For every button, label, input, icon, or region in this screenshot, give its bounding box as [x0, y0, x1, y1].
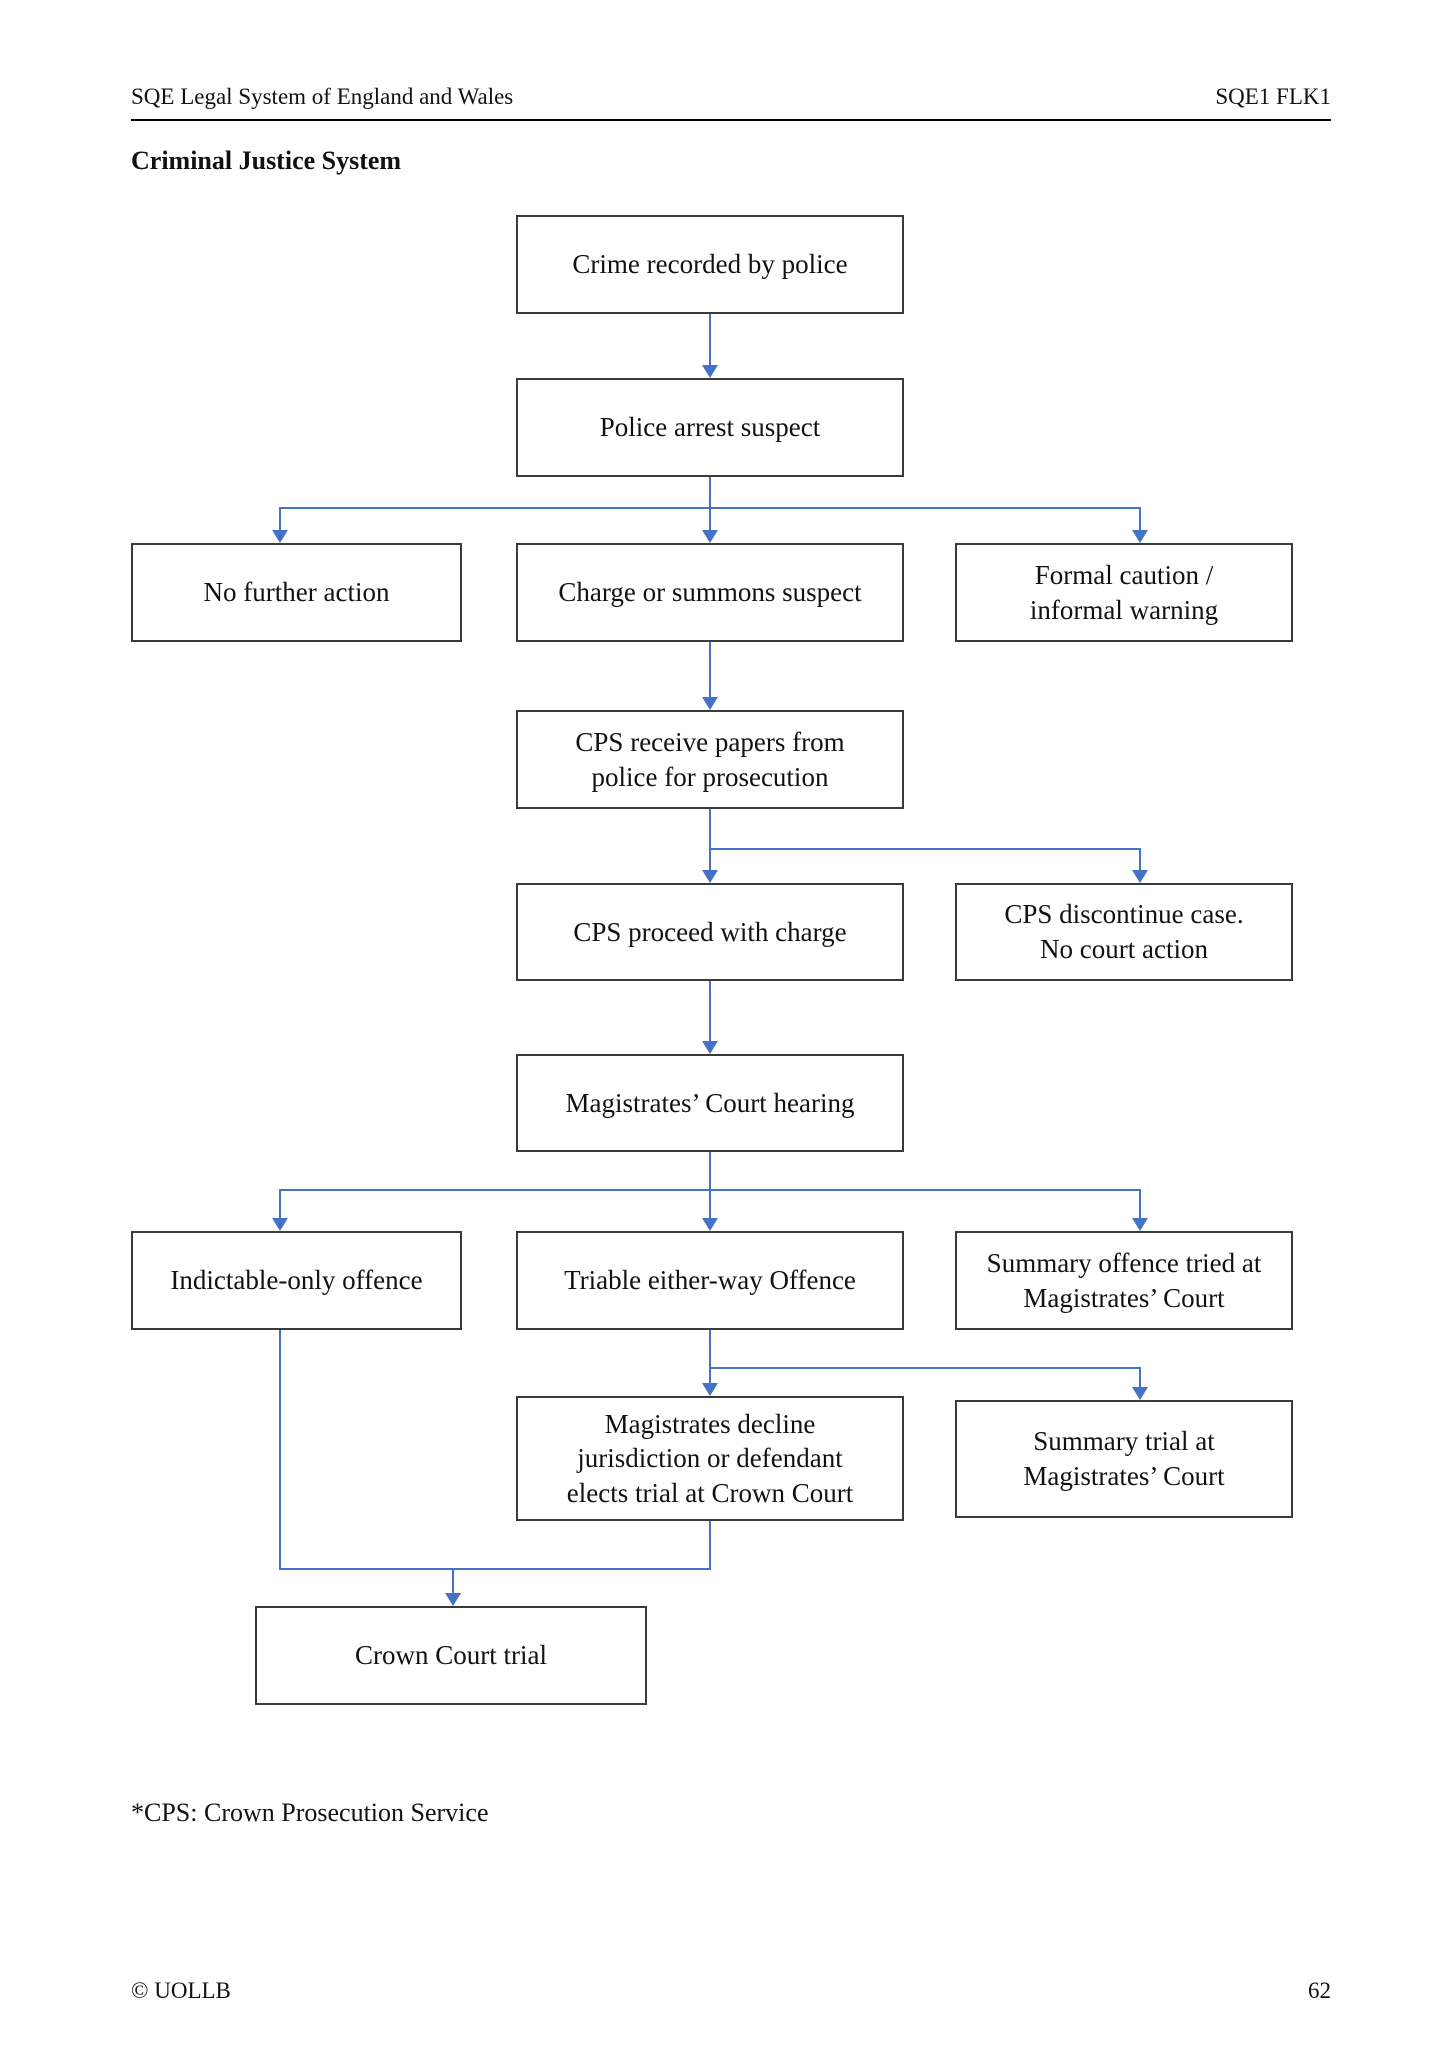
- connector-hearing-down: [709, 1152, 711, 1189]
- connector-indictable-long-drop: [279, 1330, 281, 1570]
- connector-crime-to-arrest: [709, 314, 711, 365]
- node-crown-court-trial: Crown Court trial: [255, 1606, 647, 1705]
- arrowhead-into-no-further-action: [272, 530, 288, 543]
- connector-split-center-stub: [709, 507, 711, 530]
- connector-decline-drop: [709, 1521, 711, 1570]
- node-magistrates-hearing: Magistrates’ Court hearing: [516, 1054, 904, 1152]
- node-cps-discontinue: CPS discontinue case. No court action: [955, 883, 1293, 981]
- node-charge-or-summons: Charge or summons suspect: [516, 543, 904, 642]
- arrowhead-into-cps-discontinue: [1132, 870, 1148, 883]
- node-cps-receive: CPS receive papers from police for prose…: [516, 710, 904, 809]
- connector-proceed-to-hearing: [709, 981, 711, 1041]
- arrowhead-into-indictable-only: [272, 1218, 288, 1231]
- arrowhead-into-triable-either-way: [702, 1218, 718, 1231]
- arrowhead-into-summary-trial: [1132, 1387, 1148, 1400]
- connector-crown-join-horizontal: [279, 1568, 711, 1570]
- page-header: SQE Legal System of England and Wales SQ…: [131, 84, 1331, 122]
- node-magistrates-decline: Magistrates decline jurisdiction or defe…: [516, 1396, 904, 1521]
- node-no-further-action: No further action: [131, 543, 462, 642]
- node-police-arrest: Police arrest suspect: [516, 378, 904, 477]
- connector-triable-split-horizontal: [709, 1367, 1141, 1369]
- connector-hearing-center-stub: [709, 1189, 711, 1218]
- node-formal-caution: Formal caution / informal warning: [955, 543, 1293, 642]
- arrowhead-into-magistrates-hearing: [702, 1041, 718, 1054]
- connector-charge-to-cps: [709, 642, 711, 697]
- connector-split-right-stub: [1139, 507, 1141, 530]
- footer-copyright: © UOLLB: [131, 1978, 231, 2003]
- arrowhead-into-formal-caution: [1132, 530, 1148, 543]
- connector-crown-stub: [452, 1568, 454, 1593]
- page-title: Criminal Justice System: [131, 146, 402, 175]
- footer-page-number: 62: [1308, 1978, 1331, 2003]
- connector-cps-receive-down: [709, 809, 711, 848]
- node-summary-trial: Summary trial at Magistrates’ Court: [955, 1400, 1293, 1518]
- connector-arrest-down: [709, 477, 711, 507]
- node-summary-offence: Summary offence tried at Magistrates’ Co…: [955, 1231, 1293, 1330]
- connector-hearing-left-stub: [279, 1189, 281, 1218]
- node-triable-either-way: Triable either-way Offence: [516, 1231, 904, 1330]
- arrowhead-into-cps-receive: [702, 697, 718, 710]
- connector-cps-right-stub: [1139, 848, 1141, 870]
- header-right-text: SQE1 FLK1: [1215, 84, 1331, 109]
- node-cps-proceed: CPS proceed with charge: [516, 883, 904, 981]
- arrowhead-into-cps-proceed: [702, 870, 718, 883]
- connector-triable-down: [709, 1330, 711, 1367]
- cps-footnote: *CPS: Crown Prosecution Service: [131, 1798, 489, 1827]
- page-footer: © UOLLB 62: [131, 1978, 1331, 2004]
- connector-split-left-stub: [279, 507, 281, 530]
- arrowhead-into-crown-court-trial: [445, 1593, 461, 1606]
- arrowhead-into-magistrates-decline: [702, 1383, 718, 1396]
- connector-cps-split-horizontal: [709, 848, 1141, 850]
- node-crime-recorded: Crime recorded by police: [516, 215, 904, 314]
- connector-hearing-right-stub: [1139, 1189, 1141, 1218]
- node-indictable-only: Indictable-only offence: [131, 1231, 462, 1330]
- header-left-text: SQE Legal System of England and Wales: [131, 84, 514, 109]
- connector-triable-left-stub: [709, 1367, 711, 1383]
- arrowhead-into-charge-or-summons: [702, 530, 718, 543]
- arrowhead-into-police-arrest: [702, 365, 718, 378]
- connector-cps-left-stub: [709, 848, 711, 870]
- arrowhead-into-summary-offence: [1132, 1218, 1148, 1231]
- connector-triable-right-stub: [1139, 1367, 1141, 1387]
